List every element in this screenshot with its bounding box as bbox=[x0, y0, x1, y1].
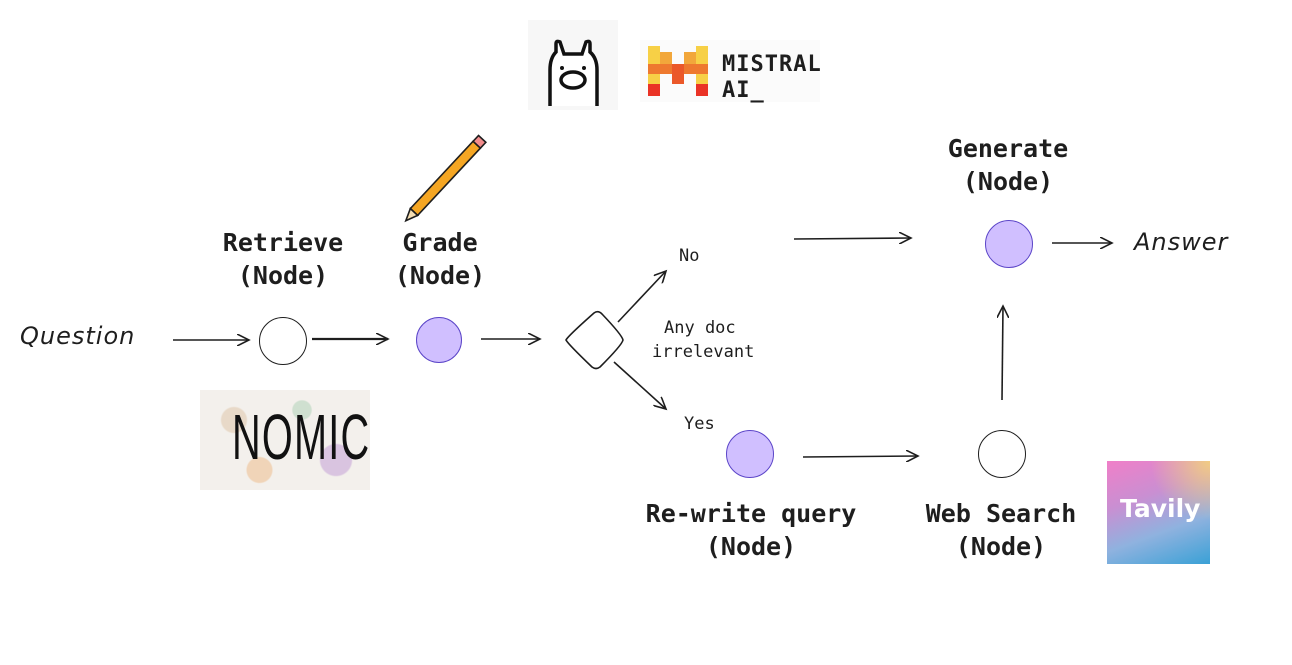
pencil-icon bbox=[404, 134, 487, 223]
rewrite-node-label: Re-write query (Node) bbox=[626, 497, 876, 563]
grade-node-name: Grade bbox=[402, 228, 478, 257]
retrieve-node-label: Retrieve (Node) bbox=[208, 226, 358, 292]
retrieve-node-sub: (Node) bbox=[237, 261, 329, 290]
nomic-logo-background bbox=[200, 390, 370, 490]
mistral-logo-icon bbox=[640, 40, 820, 102]
decision-yes-label: Yes bbox=[684, 414, 715, 434]
websearch-node[interactable] bbox=[978, 430, 1026, 478]
arrow-websearch-to-generate bbox=[1002, 306, 1003, 401]
decision-question-line1: Any doc bbox=[664, 318, 736, 338]
nomic-logo-text: NOMIC bbox=[232, 401, 371, 473]
mistral-line2: AI_ bbox=[722, 78, 765, 103]
arrow-decision-to-yes bbox=[613, 361, 666, 409]
generate-node[interactable] bbox=[985, 220, 1033, 268]
grade-node-label: Grade (Node) bbox=[372, 226, 508, 292]
grade-node[interactable] bbox=[416, 317, 462, 363]
websearch-node-sub: (Node) bbox=[955, 532, 1047, 561]
rewrite-node-name: Re-write query bbox=[645, 499, 857, 528]
retrieve-node[interactable] bbox=[259, 317, 307, 365]
mistral-line1: MISTRAL bbox=[722, 52, 822, 77]
tavily-logo-text: Tavily bbox=[1120, 494, 1201, 523]
websearch-node-label: Web Search (Node) bbox=[910, 497, 1092, 563]
arrow-no-to-generate bbox=[793, 238, 911, 239]
mistral-logo-text: MISTRAL AI_ bbox=[722, 52, 822, 104]
decision-diamond bbox=[565, 310, 624, 370]
rewrite-node-sub: (Node) bbox=[705, 532, 797, 561]
websearch-node-name: Web Search bbox=[925, 499, 1077, 528]
arrow-decision-to-no bbox=[617, 271, 666, 323]
ollama-llama-icon bbox=[528, 20, 618, 110]
answer-label: Answer bbox=[1134, 228, 1229, 256]
generate-node-label: Generate (Node) bbox=[928, 132, 1088, 198]
tavily-logo bbox=[1107, 461, 1210, 564]
question-label: Question bbox=[20, 322, 136, 350]
retrieve-node-name: Retrieve bbox=[222, 228, 344, 257]
decision-no-label: No bbox=[679, 246, 700, 266]
arrow-rewrite-to-websearch bbox=[802, 456, 918, 457]
decision-question-line2: irrelevant bbox=[652, 342, 755, 362]
generate-node-sub: (Node) bbox=[962, 167, 1054, 196]
grade-node-sub: (Node) bbox=[394, 261, 486, 290]
rewrite-node[interactable] bbox=[726, 430, 774, 478]
generate-node-name: Generate bbox=[947, 134, 1069, 163]
